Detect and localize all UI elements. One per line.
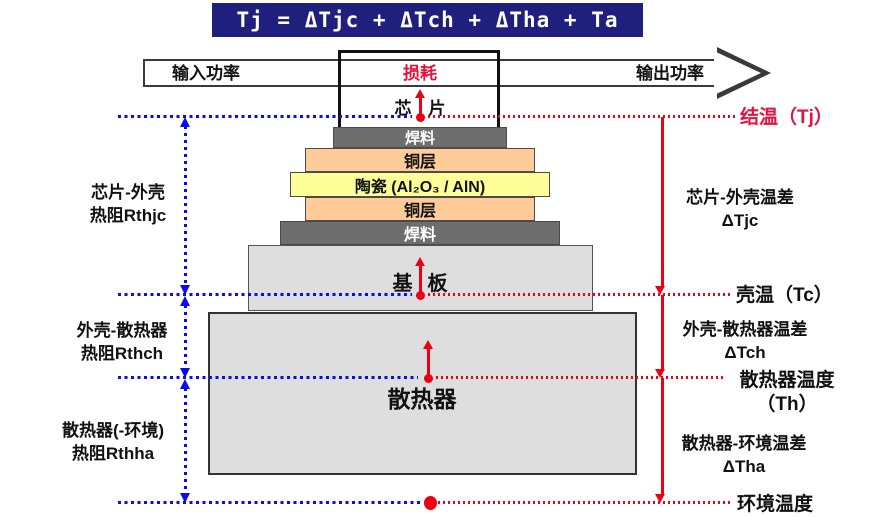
tj-line-red [428,115,737,118]
dtha-label-line2: ΔTha [722,457,766,476]
chip-outline-box [338,50,500,127]
rthjc-span-arrow-top-icon [179,117,190,127]
layer-copper-bottom-label: 铜层 [403,203,436,220]
heatsink-label: 散热器 [387,386,457,412]
tc-line-red [428,293,733,296]
dtjc-drop-arrow-icon [655,286,665,295]
heat-arrow-substrate-stem [418,265,422,295]
dtch-label: 外壳-散热器温差 ΔTch [655,318,835,364]
loss-label: 损耗 [403,64,437,83]
rthjc-span-line [183,126,187,286]
dtch-label-line1: 外壳-散热器温差 [682,320,808,339]
heatsink-temp-label: 散热器温度 （Th） [731,369,843,417]
rthha-span-arrow-top-icon [179,379,190,389]
dtjc-label: 芯片-外壳温差 ΔTjc [650,186,830,232]
heatsink-box [208,312,637,475]
layer-copper-top: 铜层 [305,148,535,172]
heat-arrow-substrate-icon [414,257,425,266]
heatsink-temp-label-line2: （Th） [756,394,818,415]
tc-line-blue [118,293,412,296]
ta-line-blue [118,501,421,504]
rthch-label-line1: 外壳-散热器 [76,321,168,340]
ta-node-dot [423,496,437,510]
junction-temp-label: 结温（Tj） [740,107,833,128]
power-arrow-head-fill [714,51,761,95]
rthch-span-arrow-top-icon [179,296,190,306]
rthha-label-line2: 热阻Rthha [71,444,155,463]
tj-node-dot [415,112,425,122]
layer-copper-bottom: 铜层 [305,197,535,221]
rthjc-span-arrow-bottom-icon [179,285,190,295]
layer-solder-top: 焊料 [333,127,507,148]
dtch-drop-arrow-icon [655,369,665,378]
rthch-span-line [183,305,187,368]
dtch-drop-line [660,295,664,370]
ambient-temp-label: 环境温度 [737,494,814,515]
case-temp-label: 壳温（Tc） [736,285,833,306]
dtha-drop-line [660,378,664,495]
heat-arrow-heatsink-icon [422,340,433,349]
dtch-label-line2: ΔTch [724,343,766,362]
rthha-label-line1: 散热器(-环境) [62,421,164,440]
rthha-span-line [183,388,187,493]
layer-ceramic-label: 陶瓷 (Al₂O₃ / AlN) [354,178,486,196]
input-power-label: 输入功率 [172,64,240,83]
formula-banner: Tj = ΔTjc + ΔTch + ΔTha + Ta [212,3,643,37]
rthjc-label-line1: 芯片-外壳 [91,183,165,202]
output-power-label: 输出功率 [636,64,704,83]
heat-arrow-heatsink-stem [426,348,430,378]
th-line-blue [118,376,418,379]
rthch-span-arrow-bottom-icon [179,368,190,378]
ta-line-red [438,501,732,504]
dtjc-label-line2: ΔTjc [721,211,759,230]
rthch-label-line2: 热阻Rthch [80,344,164,363]
heat-arrow-chip-stem [418,97,422,117]
dtha-drop-arrow-icon [655,494,665,503]
power-flow-shaft [143,59,717,87]
rthch-label: 外壳-散热器 热阻Rthch [37,319,207,365]
layer-solder-bottom: 焊料 [280,221,560,245]
layer-copper-top-label: 铜层 [403,154,436,171]
heatsink-temp-label-line1: 散热器温度 [739,370,835,391]
dtjc-label-line1: 芯片-外壳温差 [686,188,794,207]
rthjc-label-line2: 热阻Rthjc [89,206,167,225]
dtha-label-line1: 散热器-环境温差 [681,434,807,453]
dtjc-drop-line [660,117,664,287]
th-line-red [436,376,726,379]
layer-ceramic: 陶瓷 (Al₂O₃ / AlN) [290,172,550,197]
rthha-label: 散热器(-环境) 热阻Rthha [28,419,198,465]
tj-line-blue [118,115,412,118]
rthjc-label: 芯片-外壳 热阻Rthjc [43,181,213,227]
rthha-span-arrow-bottom-icon [179,493,190,503]
th-node-dot [423,373,433,383]
heat-arrow-chip-icon [414,89,425,98]
dtha-label: 散热器-环境温差 ΔTha [654,432,834,478]
layer-solder-bottom-label: 焊料 [403,227,436,244]
layer-solder-top-label: 焊料 [404,130,435,147]
tc-node-dot [415,290,425,300]
